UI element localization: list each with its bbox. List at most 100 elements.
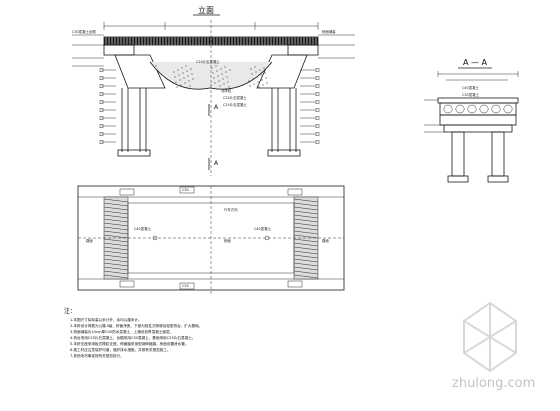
level-marker — [315, 116, 320, 120]
fill-dot — [217, 75, 219, 77]
plan-label-8: C25 — [182, 284, 189, 288]
fill-dot — [185, 65, 187, 67]
hollow-slab-cells — [443, 104, 513, 114]
fill-dot — [252, 78, 254, 80]
section-view: A — A C40混凝土 C30混凝土 — [424, 58, 519, 183]
level-marker — [99, 108, 104, 112]
hatch-line — [293, 246, 319, 251]
level-marker — [315, 108, 320, 112]
note-line-3: 3.桥面铺装为10cm厚C40防水混凝土，上铺设沥青混凝土面层。 — [70, 329, 173, 334]
fill-dot — [182, 72, 184, 74]
hatch-line — [293, 234, 319, 239]
fill-dot — [174, 76, 176, 78]
fill-dot — [251, 73, 253, 75]
hatch-line — [103, 238, 129, 243]
fill-dot — [190, 68, 192, 70]
fill-dot — [261, 79, 263, 81]
fill-dot — [215, 65, 217, 67]
elevation-label-1: C30混凝土台帽 — [72, 29, 96, 34]
hatch-line — [293, 266, 319, 271]
fill-dot — [227, 81, 229, 83]
hatch-line — [103, 226, 129, 231]
fill-dot — [265, 77, 267, 79]
fill-dot — [266, 82, 268, 84]
hatch-line — [103, 242, 129, 247]
hatch-line — [293, 270, 319, 275]
fill-dot — [223, 83, 225, 85]
fill-dot — [218, 80, 220, 82]
plan-view: C40混凝土 C40混凝土 行车方向 路面 桥面 路面 C30 C25 — [77, 185, 345, 296]
fill-dot — [189, 85, 191, 87]
section-label-2: C30混凝土 — [462, 92, 479, 97]
fill-dot — [177, 69, 179, 71]
level-marker — [99, 84, 104, 88]
abutment-hatch — [103, 198, 319, 279]
plan-label-6: 路面 — [322, 238, 329, 243]
fill-dot — [262, 84, 264, 86]
hatch-line — [103, 222, 129, 227]
fill-dot — [219, 85, 221, 87]
fill-dot — [178, 74, 180, 76]
hatch-line — [293, 254, 319, 259]
fill-dot — [181, 67, 183, 69]
plan-label-7: C30 — [182, 188, 189, 192]
hatch-line — [103, 258, 129, 263]
fill-dot — [263, 67, 265, 69]
fill-dot — [260, 74, 262, 76]
level-marker — [315, 68, 320, 72]
level-marker — [99, 92, 104, 96]
hatch-line — [103, 270, 129, 275]
fill-dot — [253, 83, 255, 85]
hatch-line — [293, 198, 319, 203]
fill-dot — [155, 65, 157, 67]
hatch-line — [293, 262, 319, 267]
hatch-line — [103, 250, 129, 255]
elevation-label-2: 桥面铺装 — [322, 29, 336, 34]
slab-void — [479, 104, 489, 114]
fill-dot — [256, 76, 258, 78]
level-marker — [99, 132, 104, 136]
fill-dot — [221, 73, 223, 75]
fill-dot — [228, 86, 230, 88]
riverbed-fill-texture — [155, 65, 268, 88]
fill-dot — [191, 73, 193, 75]
elevation-title: 立面 — [198, 5, 214, 15]
hatch-line — [293, 218, 319, 223]
hatch-line — [293, 242, 319, 247]
level-marker — [315, 100, 320, 104]
section-mark-top: A — [214, 104, 219, 111]
hatch-line — [103, 246, 129, 251]
fill-dot — [175, 81, 177, 83]
level-marker — [315, 84, 320, 88]
elevation-view: 立面 C30混凝土台帽 桥面铺装 C25片石混凝土 — [72, 5, 355, 176]
hatch-line — [293, 206, 319, 211]
hatch-line — [293, 230, 319, 235]
hatch-line — [103, 262, 129, 267]
fill-dot — [255, 71, 257, 73]
notes-block: 注： 1.本图尺寸除标高以米计外，余均以厘米计。 2.本桥设计荷载为公路-Ⅱ级，… — [64, 307, 202, 358]
hatch-line — [293, 210, 319, 215]
hatch-line — [293, 226, 319, 231]
hatch-line — [293, 238, 319, 243]
note-line-4: 4.桥台采用C25片石混凝土，台帽采用C30混凝土，基础采用C25片石混凝土。 — [70, 335, 195, 340]
fill-dot — [248, 80, 250, 82]
fill-dot — [187, 75, 189, 77]
note-line-5: 5.本桥支座采用板式橡胶支座，伸缩缝采用型钢伸缩缝，桥面设置泄水管。 — [70, 341, 188, 346]
fill-dot — [250, 68, 252, 70]
slab-void — [467, 104, 477, 114]
fill-dot — [183, 77, 185, 79]
section-label-1: C40混凝土 — [462, 85, 479, 90]
level-marker — [315, 132, 320, 136]
fill-dot — [254, 66, 256, 68]
plan-label-4: 路面 — [86, 238, 93, 243]
level-marker — [315, 92, 320, 96]
fill-dot — [224, 66, 226, 68]
fill-dot — [214, 82, 216, 84]
fill-dot — [192, 78, 194, 80]
level-marker — [99, 68, 104, 72]
elevation-label-3: C25片石混凝土 — [196, 59, 220, 64]
hatch-line — [293, 258, 319, 263]
hatch-line — [103, 210, 129, 215]
hatch-line — [103, 266, 129, 271]
